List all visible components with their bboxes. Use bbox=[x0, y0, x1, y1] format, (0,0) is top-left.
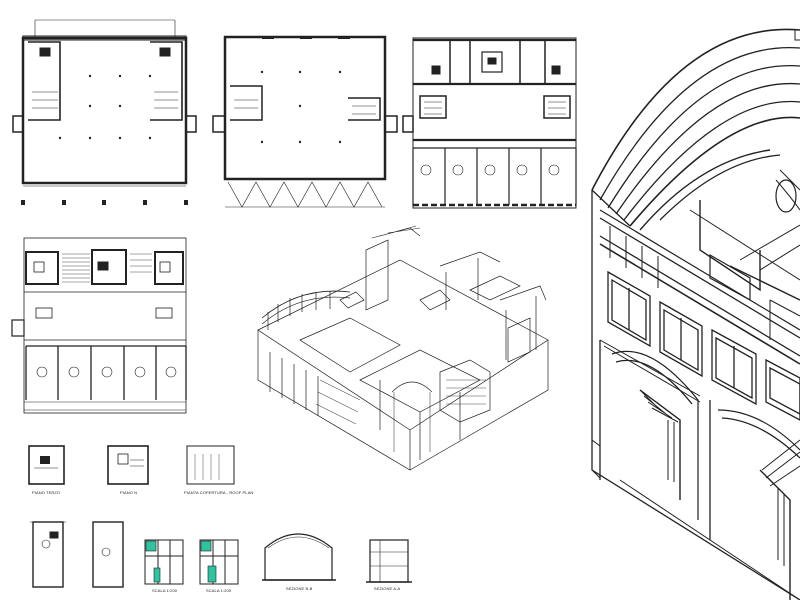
floor-plan-2 bbox=[212, 35, 398, 208]
bottom-row-drawings bbox=[30, 521, 412, 588]
label-section-bb: SEZIONE B-B bbox=[286, 586, 313, 591]
unit-plans-row bbox=[28, 445, 235, 485]
isometric-cutaway bbox=[257, 225, 549, 471]
label-ground-floor: PIANO TERZO bbox=[32, 490, 61, 495]
label-roof-plan: PIANTA COPERTURA - ROOF PLAN bbox=[184, 490, 254, 495]
floor-plan-3 bbox=[402, 37, 577, 209]
floor-plan-1 bbox=[12, 19, 197, 205]
label-scale-2: SCALA 1:200 bbox=[206, 588, 232, 593]
label-section-aa: SEZIONE A-A bbox=[374, 586, 401, 591]
label-scale-1: SCALA 1:200 bbox=[152, 588, 178, 593]
isometric-detail bbox=[591, 28, 800, 600]
label-typical-floor: PIANO N bbox=[120, 490, 138, 495]
floor-plan-4 bbox=[11, 237, 187, 414]
